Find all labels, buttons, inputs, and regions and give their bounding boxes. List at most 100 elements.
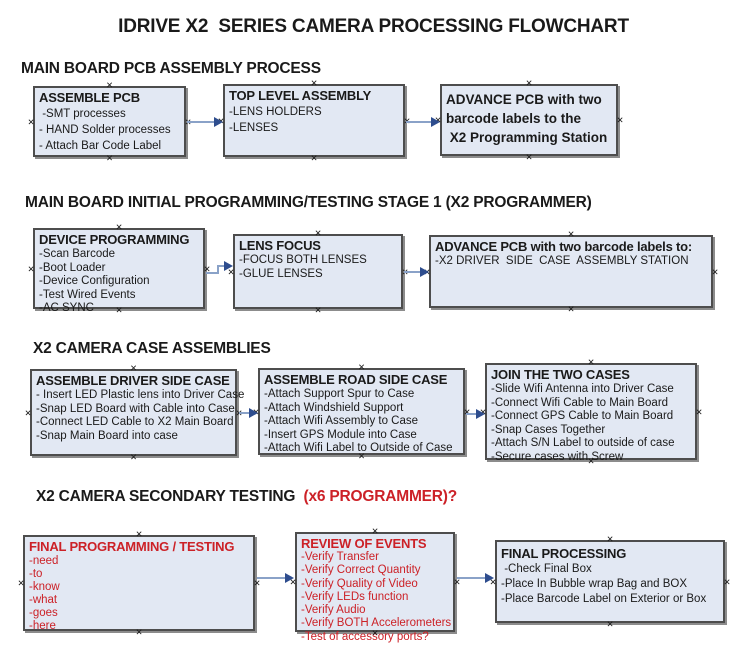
connection-point-icon: ✕	[310, 78, 318, 88]
arrow-shaft	[206, 272, 219, 274]
flowchart-title: IDRIVE X2 SERIES CAMERA PROCESSING FLOWC…	[118, 16, 629, 37]
box-line: -Snap LED Board with Cable into Case	[36, 402, 235, 415]
box-advance-pcb-to-case-assembly: ✕ ✕ ✕ ✕ ADVANCE PCB with two barcode lab…	[423, 230, 718, 314]
connection-point-icon: ✕	[525, 152, 533, 162]
box-line: -what	[29, 593, 58, 606]
box-title: LENS FOCUS	[239, 238, 321, 253]
connection-point-icon: ✕	[135, 529, 143, 539]
connection-point-icon: ✕	[203, 263, 211, 274]
connection-point-icon: ✕	[105, 153, 114, 163]
arrow-head-icon	[285, 573, 294, 583]
box-line: -Connect Wifi Cable to Main Board	[491, 396, 669, 409]
section-header-text: MAIN BOARD PCB ASSEMBLY PROCESS	[21, 60, 321, 77]
box-line: -need	[29, 555, 59, 567]
box-title: FINAL PROGRAMMING / TESTING	[29, 539, 235, 554]
box-line: -Verify BOTH Accelerometers	[301, 617, 452, 630]
connection-point-icon: ✕	[357, 451, 366, 461]
arrow-shaft	[466, 413, 478, 415]
box-assemble-driver-side-case: ✕ ✕ ✕ ✕ ASSEMBLE DRIVER SIDE CASE - Inse…	[24, 364, 245, 462]
box-line: -Attach S/N Label to outside of case	[491, 437, 675, 449]
box-line: -Verify Transfer	[301, 551, 379, 563]
box-title: ASSEMBLE ROAD SIDE CASE	[264, 372, 448, 387]
section-header-case-assemblies: X2 CAMERA CASE ASSEMBLIES	[33, 340, 271, 358]
box-line: -Slide Wifi Antenna into Driver Case	[491, 383, 674, 395]
connection-point-icon: ✕	[17, 578, 25, 588]
connection-point-icon: ✕	[105, 80, 114, 90]
connection-point-icon: ✕	[129, 363, 138, 373]
arrow-head-icon	[249, 408, 258, 418]
connection-point-icon: ✕	[227, 266, 235, 277]
connection-point-icon: ✕	[723, 576, 731, 587]
box-line: -Attach Wifi Label to Outside of Case	[264, 442, 453, 454]
connection-point-icon: ✕	[567, 229, 575, 239]
box-title: JOIN THE TWO CASES	[491, 367, 630, 382]
box-title: ASSEMBLE PCB	[39, 90, 140, 105]
box-line: -Test Wired Events	[39, 288, 136, 301]
connection-point-icon: ✕	[314, 305, 322, 315]
section-header-pcb-assembly: MAIN BOARD PCB ASSEMBLY PROCESS	[21, 60, 321, 78]
connection-point-icon: ✕	[403, 116, 411, 125]
connection-point-icon: ✕	[616, 115, 624, 125]
arrow-head-icon	[214, 117, 223, 127]
box-title: TOP LEVEL ASSEMBLY	[229, 88, 372, 103]
box-title: ADVANCE PCB with two barcode labels to:	[435, 239, 693, 254]
connection-point-icon: ✕	[115, 222, 123, 232]
box-line: -Connect GPS Cable to Main Board	[491, 410, 674, 422]
box-line: - HAND Solder processes	[39, 124, 171, 136]
connection-point-icon: ✕	[567, 304, 575, 314]
box-title-line: ADVANCE PCB with two	[446, 92, 602, 107]
box-line: -LENS HOLDERS	[229, 106, 322, 118]
box-line: -to	[29, 567, 43, 580]
box-line: -Test of accessory ports?	[301, 630, 429, 643]
arrow-shaft	[187, 121, 216, 123]
connection-point-icon: ✕	[253, 578, 261, 588]
box-line: -Scan Barcode	[39, 248, 116, 260]
box-line: -Snap Cases Together	[491, 423, 606, 436]
connection-point-icon: ✕	[27, 116, 35, 127]
box-line: -FOCUS BOTH LENSES	[239, 254, 367, 266]
box-line: -here	[29, 619, 56, 632]
box-final-programming-testing: ✕ ✕ ✕ ✕ FINAL PROGRAMMING / TESTING -nee…	[17, 530, 260, 637]
section-header-text: X2 CAMERA SECONDARY TESTING	[36, 488, 304, 505]
box-line: -Attach Support Spur to Case	[264, 388, 415, 400]
box-line: -Attach Windshield Support	[264, 401, 404, 414]
flow-arrow	[466, 409, 485, 419]
box-lens-focus: ✕ ✕ ✕ ✕ LENS FOCUS -FOCUS BOTH LENSES -G…	[227, 229, 408, 315]
box-line: -Verify LEDs function	[301, 590, 409, 603]
flow-arrow	[257, 573, 294, 583]
box-title-line: X2 Programming Station	[446, 130, 608, 145]
connection-point-icon: ✕	[453, 577, 461, 587]
flow-arrow	[457, 573, 494, 583]
box-line: -know	[29, 580, 60, 593]
arrow-head-icon	[485, 573, 494, 583]
section-header-secondary-testing: X2 CAMERA SECONDARY TESTING (x6 PROGRAMM…	[36, 488, 457, 506]
arrow-head-icon	[431, 117, 440, 127]
connection-point-icon: ✕	[314, 228, 322, 238]
connection-point-icon: ✕	[695, 406, 703, 417]
connection-point-icon: ✕	[371, 526, 379, 536]
arrow-shaft	[239, 412, 251, 414]
box-line: -LENSES	[229, 122, 279, 134]
connection-point-icon: ✕	[27, 263, 35, 274]
flow-arrow	[187, 117, 223, 127]
section-header-text: X2 CAMERA CASE ASSEMBLIES	[33, 340, 271, 357]
section-header-text: MAIN BOARD INITIAL PROGRAMMING/TESTING S…	[25, 194, 592, 211]
connection-point-icon: ✕	[587, 357, 595, 367]
box-line: -GLUE LENSES	[239, 267, 323, 280]
box-device-programming: ✕ ✕ ✕ ✕ DEVICE PROGRAMMING -Scan Barcode…	[27, 223, 210, 315]
box-title: ASSEMBLE DRIVER SIDE CASE	[36, 373, 230, 388]
connection-point-icon: ✕	[115, 305, 123, 315]
box-review-of-events: ✕ ✕ ✕ ✕ REVIEW OF EVENTS -Verify Transfe…	[289, 527, 460, 643]
box-line: -Place In Bubble wrap Bag and BOX	[501, 577, 688, 590]
box-line: -Device Configuration	[39, 275, 150, 287]
box-line: - Insert LED Plastic lens into Driver Ca…	[36, 389, 245, 401]
arrow-shaft	[217, 265, 219, 274]
box-line: -Secure cases with Screw	[491, 450, 624, 463]
connection-point-icon: ✕	[129, 452, 138, 462]
box-join-the-two-cases: ✕ ✕ ✕ ✕ JOIN THE TWO CASES -Slide Wifi A…	[479, 358, 702, 466]
connection-point-icon: ✕	[310, 153, 318, 163]
arrow-shaft	[404, 271, 422, 273]
box-line: -AC SYNC	[39, 302, 94, 314]
connection-point-icon: ✕	[587, 456, 595, 466]
